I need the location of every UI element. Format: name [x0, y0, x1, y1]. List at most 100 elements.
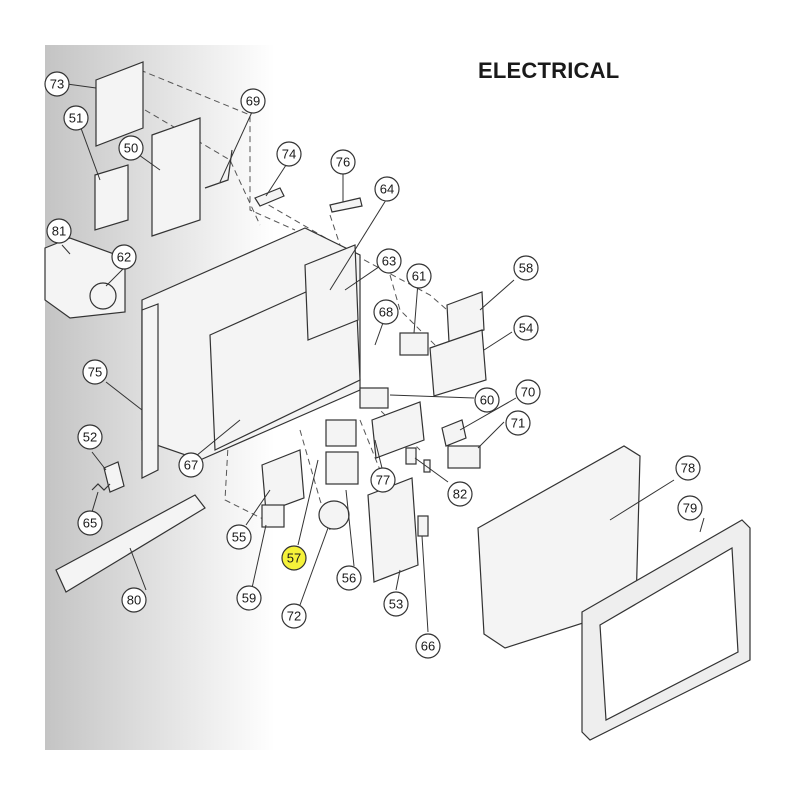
callout-number: 56 [342, 571, 356, 586]
callout-69: 69 [240, 88, 266, 114]
callout-bubble [236, 585, 262, 611]
callout-bubble [374, 176, 400, 202]
callout-57: 57 [281, 545, 307, 571]
callout-number: 64 [380, 182, 394, 197]
part-70-switch [441, 419, 467, 447]
part-51-heatsink [94, 164, 129, 231]
callout-60: 60 [474, 387, 500, 413]
part-73-bracket [95, 61, 144, 147]
callout-52: 52 [77, 424, 103, 450]
callout-bubble [505, 410, 531, 436]
callout-63: 63 [376, 248, 402, 274]
part-50-heatsink [151, 117, 201, 237]
part-79-door-window [599, 546, 739, 721]
part-72-toroid [318, 500, 350, 530]
callout-number: 52 [83, 430, 97, 445]
callout-71: 71 [505, 410, 531, 436]
callout-bubble [336, 565, 362, 591]
callout-81: 81 [46, 218, 72, 244]
part-65-spring [91, 483, 111, 491]
callout-number: 68 [379, 305, 393, 320]
part-56-contactor [325, 451, 359, 485]
callout-bubble [111, 244, 137, 270]
part-75-side-frame [141, 303, 159, 479]
part-58-board [446, 291, 485, 343]
part-74-bracket [254, 187, 285, 207]
callout-number: 51 [69, 111, 83, 126]
part-53-control-board [367, 477, 419, 583]
callout-59: 59 [236, 585, 262, 611]
callout-bubble [240, 88, 266, 114]
diagram-title: ELECTRICAL [478, 58, 620, 83]
callout-79: 79 [677, 495, 703, 521]
callout-51: 51 [63, 105, 89, 131]
callout-number: 80 [127, 593, 141, 608]
part-82-clip-b [423, 459, 431, 473]
callout-number: 58 [519, 261, 533, 276]
part-62-fan-motor [89, 282, 117, 310]
callout-number: 72 [287, 609, 301, 624]
callout-bubble [281, 545, 307, 571]
callout-bubble [44, 71, 70, 97]
callout-50: 50 [118, 135, 144, 161]
callout-number: 71 [511, 416, 525, 431]
callout-76: 76 [330, 149, 356, 175]
callout-number: 63 [382, 254, 396, 269]
part-66-strip [417, 515, 429, 537]
part-69-cable [204, 149, 233, 189]
callout-number: 65 [83, 516, 97, 531]
callout-bubble [677, 495, 703, 521]
callout-67: 67 [178, 452, 204, 478]
callout-75: 75 [82, 359, 108, 385]
callout-bubble [474, 387, 500, 413]
callout-bubble [226, 524, 252, 550]
callout-68: 68 [373, 299, 399, 325]
callout-number: 55 [232, 530, 246, 545]
callout-number: 67 [184, 458, 198, 473]
callout-53: 53 [383, 591, 409, 617]
callout-bubble [447, 481, 473, 507]
callout-number: 50 [124, 141, 138, 156]
callout-number: 75 [88, 365, 102, 380]
callout-layer: 73 51 50 69 74 76 64 81 62 63 61 58 68 54 75 70 60 71 52 67… [44, 71, 703, 659]
callout-bubble [77, 510, 103, 536]
parts [44, 61, 751, 741]
callout-80: 80 [121, 587, 147, 613]
callout-66: 66 [415, 633, 441, 659]
callout-bubble [118, 135, 144, 161]
callout-78: 78 [675, 455, 701, 481]
callout-bubble [281, 603, 307, 629]
callout-number: 70 [521, 385, 535, 400]
callout-65: 65 [77, 510, 103, 536]
callout-number: 69 [246, 94, 260, 109]
callout-bubble [515, 379, 541, 405]
part-57-relay [325, 419, 357, 447]
callout-77: 77 [370, 467, 396, 493]
callout-number: 81 [52, 224, 66, 239]
callout-number: 74 [282, 147, 296, 162]
callout-number: 66 [421, 639, 435, 654]
callout-number: 61 [412, 269, 426, 284]
part-63-board [304, 244, 359, 341]
callout-62: 62 [111, 244, 137, 270]
callout-bubble [82, 359, 108, 385]
callout-bubble [513, 315, 539, 341]
callout-number: 76 [336, 155, 350, 170]
callout-bubble [276, 141, 302, 167]
callout-61: 61 [406, 263, 432, 289]
callout-number: 82 [453, 487, 467, 502]
callout-bubble [330, 149, 356, 175]
callout-bubble [383, 591, 409, 617]
callout-bubble [370, 467, 396, 493]
callout-number: 53 [389, 597, 403, 612]
callout-number: 77 [376, 473, 390, 488]
callout-number: 54 [519, 321, 533, 336]
callout-bubble [121, 587, 147, 613]
callout-number: 78 [681, 461, 695, 476]
callout-number: 62 [117, 250, 131, 265]
part-54-board [429, 329, 487, 397]
callout-bubble [513, 255, 539, 281]
callout-73: 73 [44, 71, 70, 97]
